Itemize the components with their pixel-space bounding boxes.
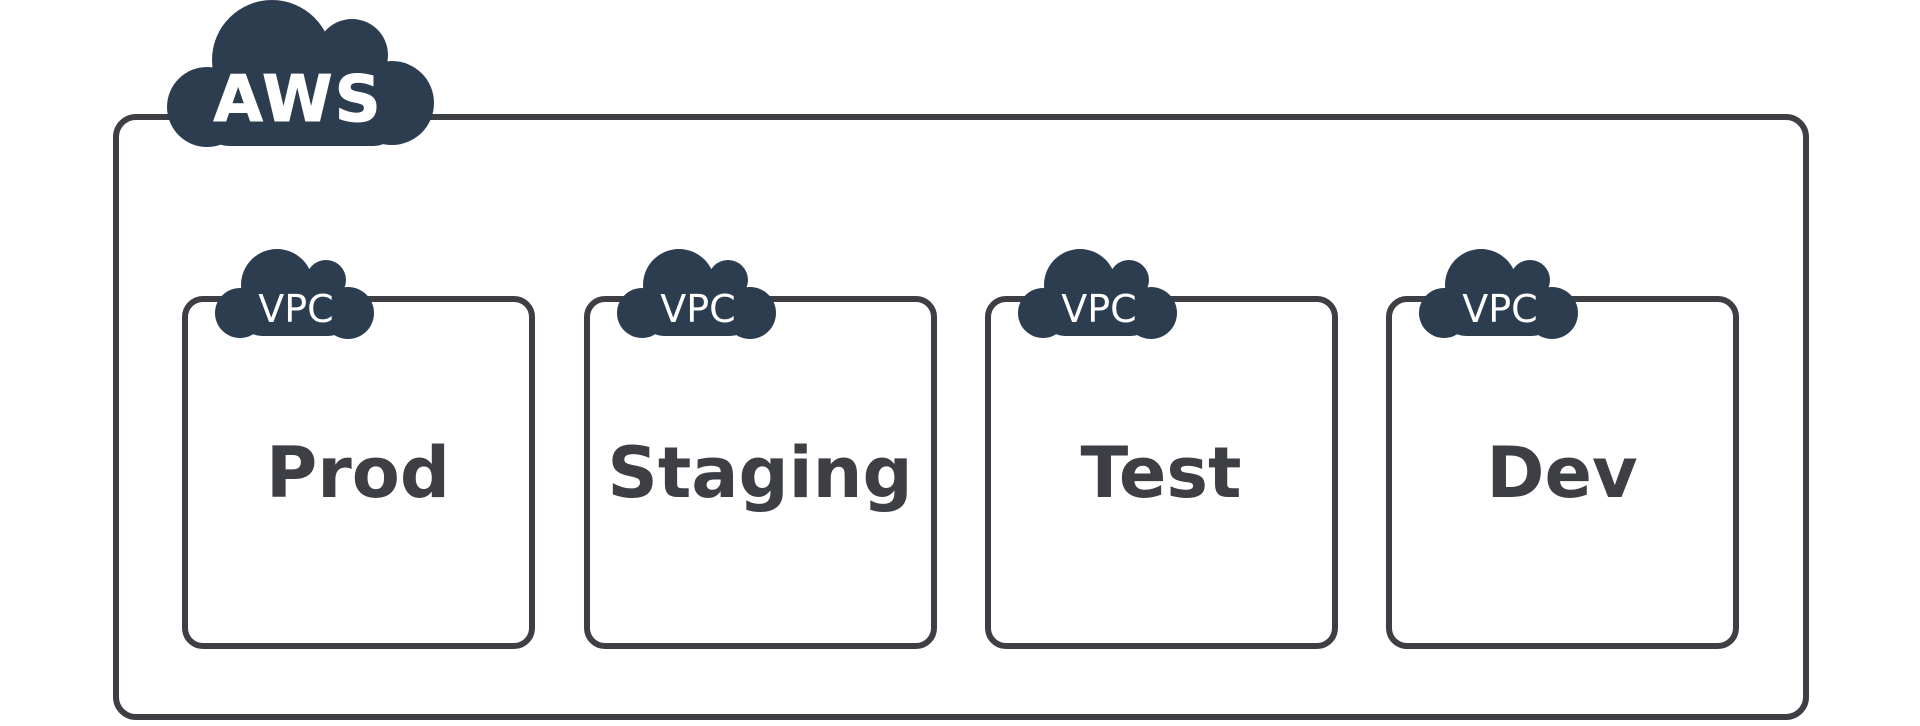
vpc-cloud-icon [1419,249,1578,339]
vpc-test: VPC Test [985,249,1338,649]
vpc-cloud-icon [1018,249,1177,339]
vpc-dev: VPC Dev [1386,249,1739,649]
aws-cloud-icon: AWS [167,0,434,147]
vpc-prod: VPC Prod [182,249,535,649]
aws-label: AWS [213,63,382,137]
vpc-name: Prod [266,432,450,514]
vpc-cloud-icon [215,249,374,339]
aws-frame [113,114,1809,720]
aws-container: AWS [113,0,1809,720]
vpc-cloud-icon [617,249,776,339]
vpc-staging: VPC Staging [584,249,937,649]
vpc-name: Staging [607,432,912,514]
vpc-name: Dev [1486,432,1637,514]
vpc-badge-label: VPC [258,287,333,331]
vpc-badge-label: VPC [1462,287,1537,331]
vpc-name: Test [1080,432,1241,514]
vpc-badge-label: VPC [660,287,735,331]
vpc-badge-label: VPC [1061,287,1136,331]
